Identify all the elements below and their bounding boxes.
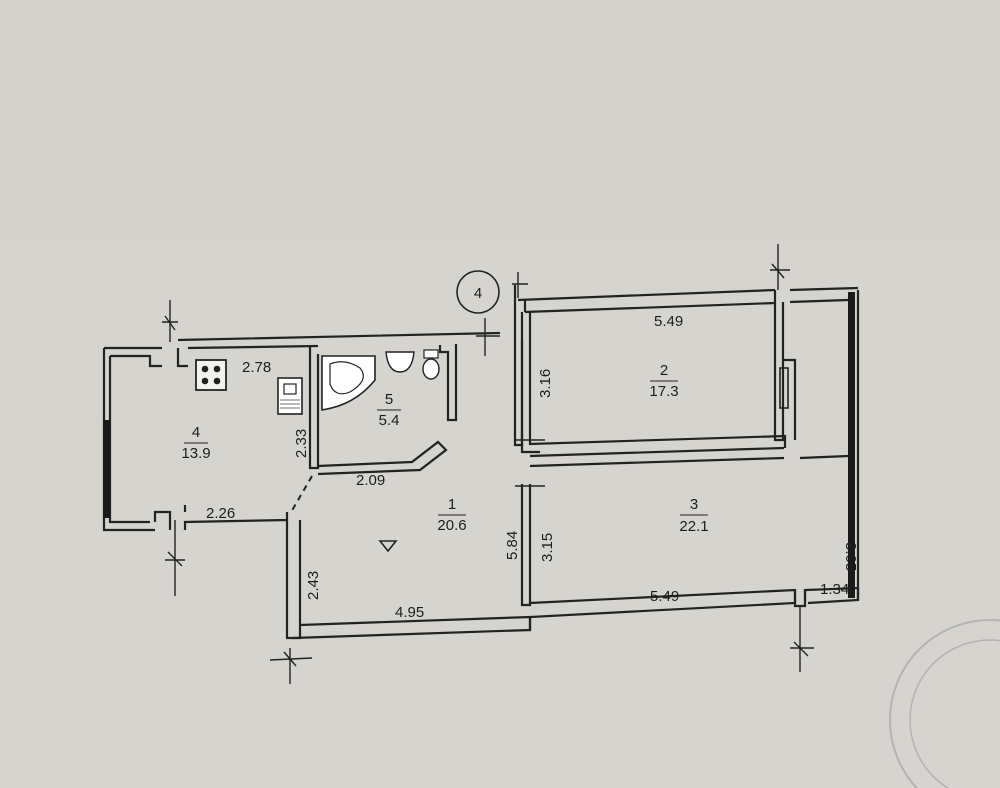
svg-text:1: 1 (448, 496, 456, 513)
svg-text:3: 3 (690, 496, 698, 513)
room-label-4: 4 13.9 (181, 424, 210, 462)
room-label-1: 1 20.6 (437, 496, 466, 534)
room-label-2: 2 17.3 (649, 362, 678, 400)
dim-room2-left: 3.16 (537, 369, 554, 398)
room-label-3: 3 22.1 (679, 496, 708, 535)
dim-kitchen-width: 2.78 (242, 359, 271, 376)
bathtub-icon (321, 355, 376, 411)
dim-hall-bottom: 4.95 (395, 604, 424, 621)
axis-marker-label: 4 (474, 285, 482, 302)
svg-text:5: 5 (385, 391, 393, 408)
svg-text:13.9: 13.9 (181, 445, 210, 462)
svg-text:4: 4 (192, 424, 200, 441)
dim-room3-right: 3.05 (842, 542, 859, 571)
dim-balcony: 1.34 (820, 581, 849, 598)
stamp-icon (889, 619, 1000, 788)
svg-text:20.6: 20.6 (437, 517, 466, 534)
dim-room3-left: 3.15 (539, 533, 556, 562)
stove-icon (195, 359, 227, 391)
axis-marker: 4 (456, 270, 500, 314)
svg-text:22.1: 22.1 (679, 518, 708, 535)
dim-room2-top: 5.49 (654, 313, 683, 330)
entrance-marker-icon (378, 540, 398, 553)
dim-kitchen-wall: 2.33 (293, 429, 310, 458)
washbasin-icon (385, 351, 415, 373)
svg-text:2: 2 (660, 362, 668, 379)
interior-walls (289, 290, 849, 608)
paper-shade (0, 0, 1000, 240)
room-label-5: 5 5.4 (377, 391, 401, 429)
break-lines (162, 244, 814, 684)
toilet-icon (422, 349, 440, 380)
svg-text:17.3: 17.3 (649, 383, 678, 400)
dim-kitchen-bottom: 2.26 (206, 505, 235, 522)
dim-bath-bottom: 2.09 (356, 472, 385, 489)
dim-hall-right: 5.84 (504, 531, 521, 560)
svg-text:5.4: 5.4 (379, 412, 400, 429)
sink-icon (277, 377, 303, 415)
dim-room3-bottom: 5.49 (650, 588, 679, 605)
dim-hall-left: 2.43 (305, 571, 322, 600)
